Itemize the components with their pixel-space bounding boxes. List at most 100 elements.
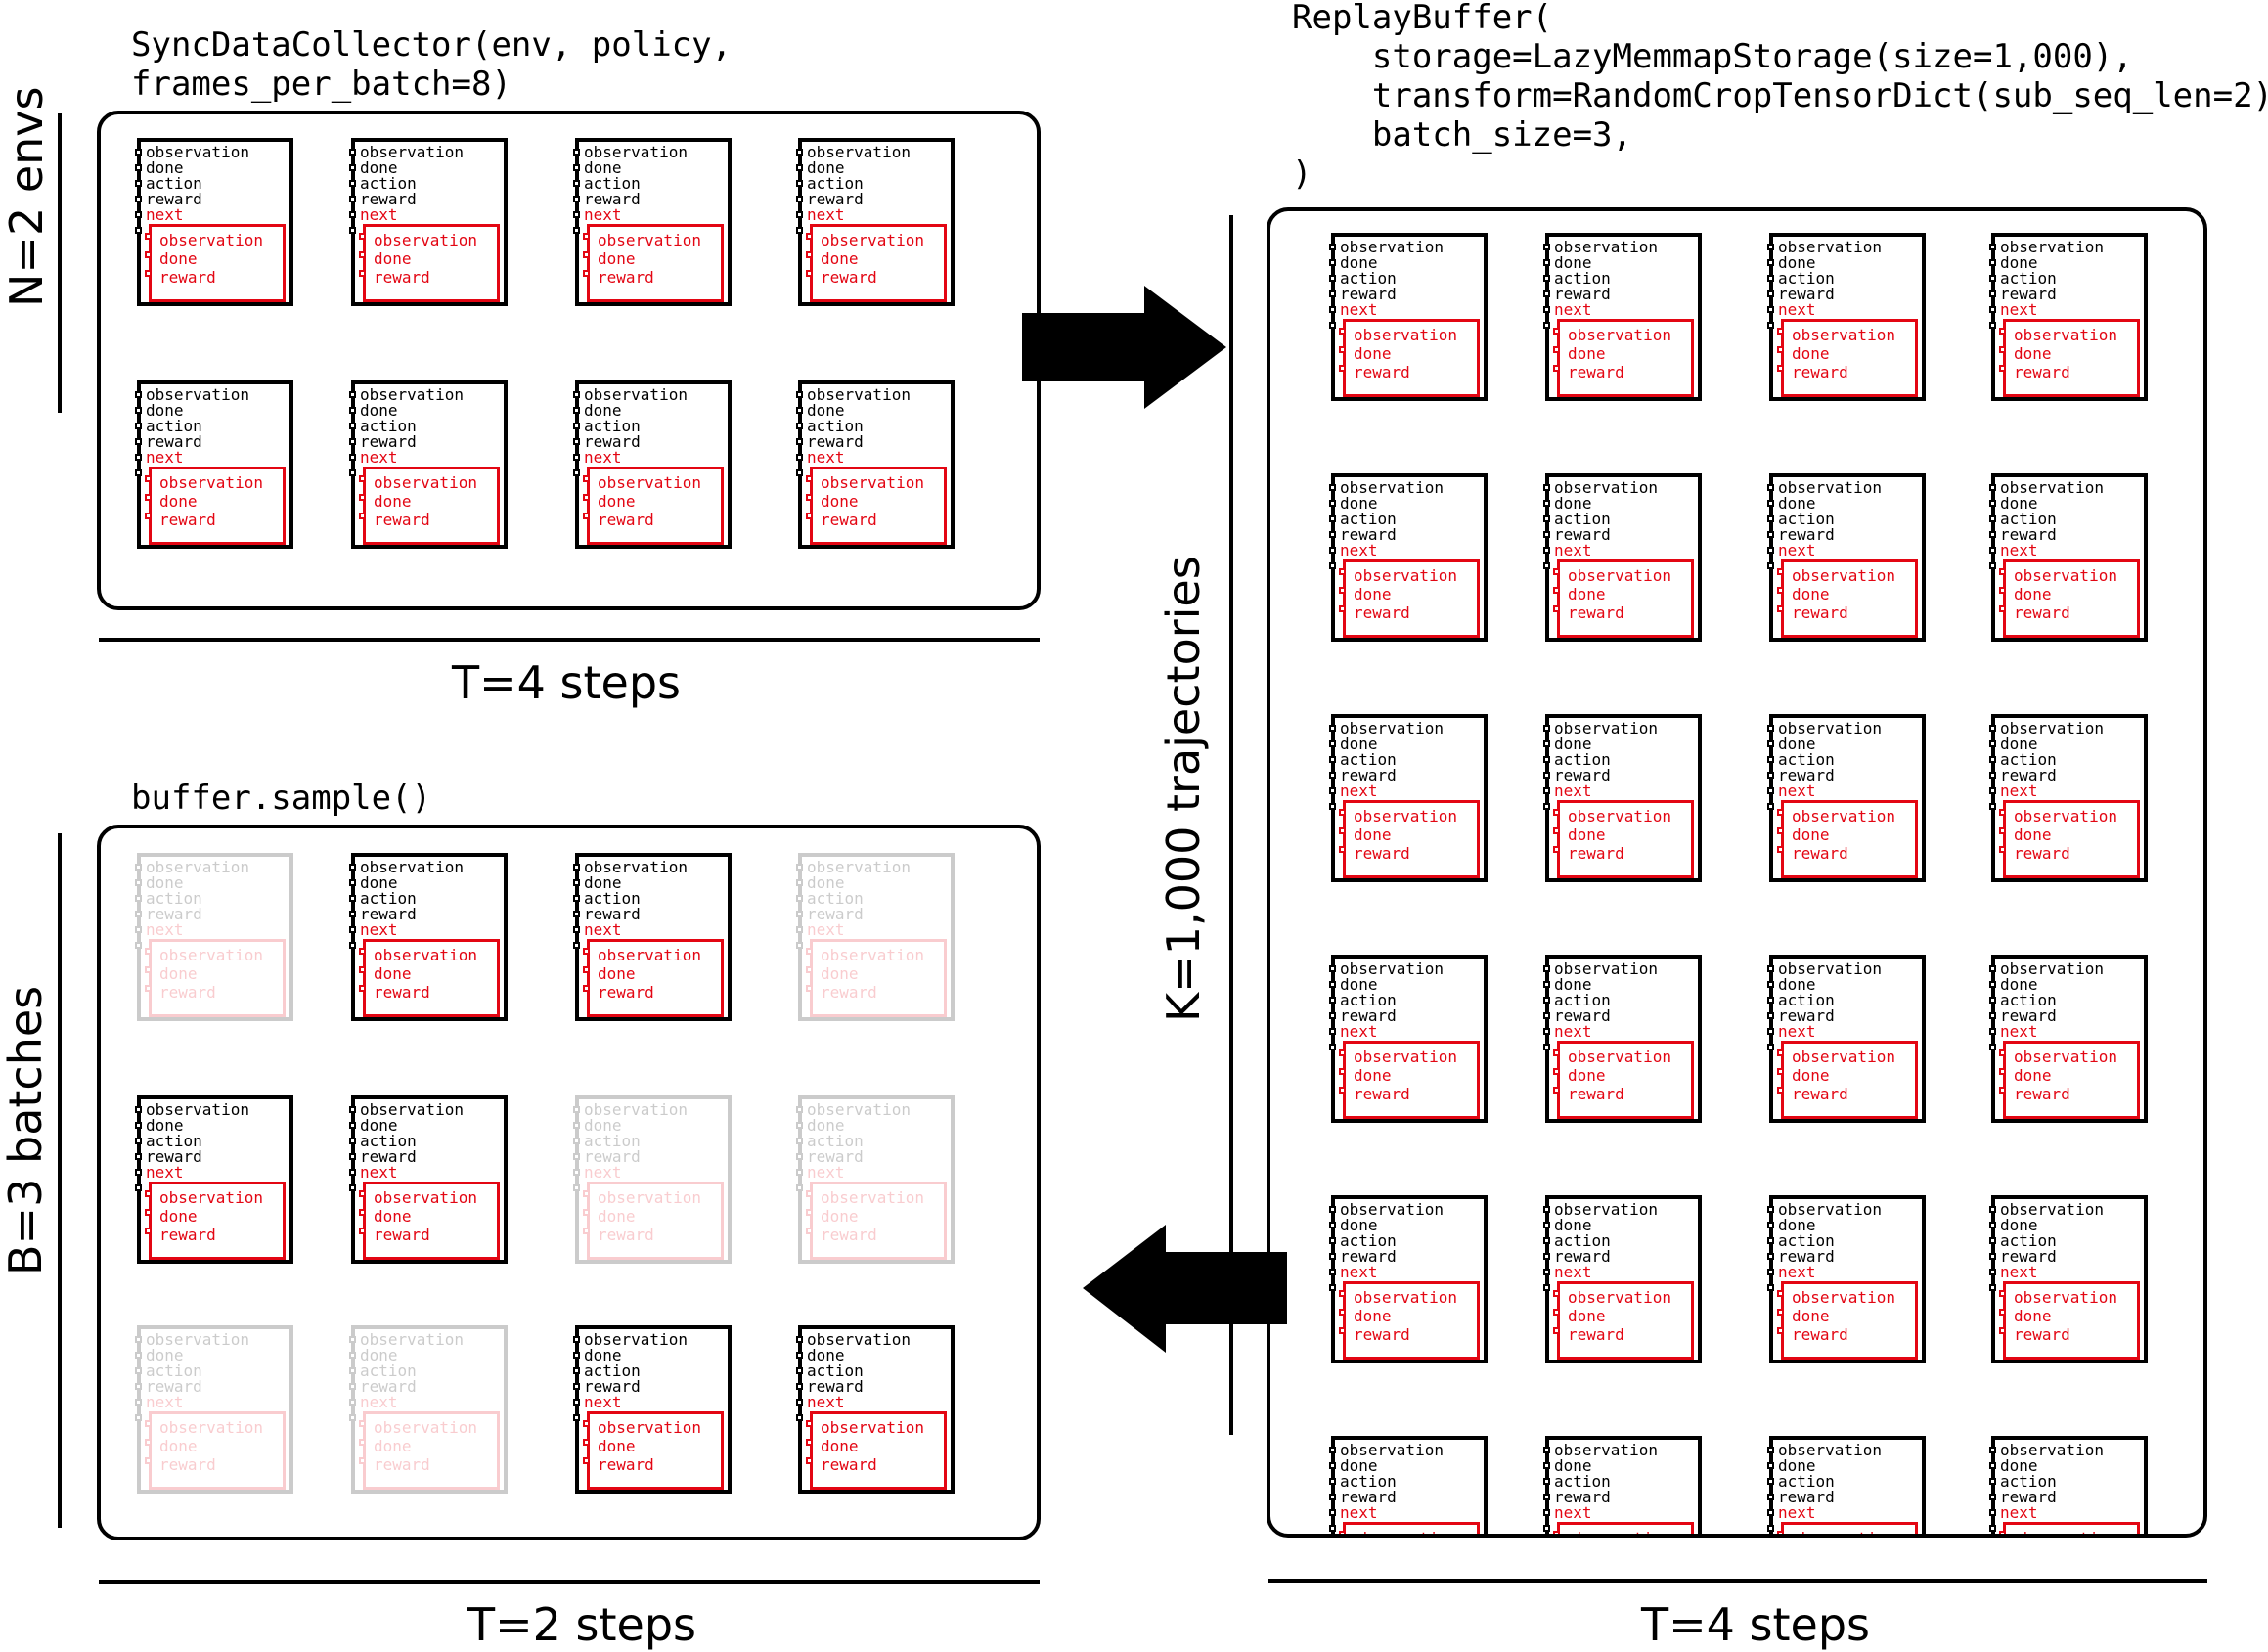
key-next: next (1340, 781, 1378, 800)
nested-port-icon (145, 1190, 152, 1197)
next-tensordict: observation done reward (1343, 1281, 1480, 1360)
next-key-observation: observation (821, 1188, 924, 1207)
port-icon (796, 895, 803, 902)
next-key-observation: observation (1792, 1048, 1895, 1066)
key-done: done (807, 873, 845, 892)
key-done: done (1554, 1216, 1592, 1234)
port-icon (1329, 547, 1336, 554)
sample-tensordict-r1c3: observation done action reward next obse… (796, 1095, 955, 1264)
next-key-done: done (159, 1437, 198, 1455)
nested-port-icon (806, 985, 813, 992)
next-key-reward: reward (374, 983, 430, 1002)
port-icon (1329, 515, 1336, 522)
replay-buffer-tensordict-r4c1: observation done action reward next obse… (1543, 1195, 1702, 1363)
port-icon (349, 1414, 356, 1421)
sample-tensordict-r1c0: observation done action reward next obse… (135, 1095, 293, 1264)
port-icon (1543, 484, 1550, 491)
port-icon (573, 1352, 580, 1359)
port-icon (135, 1138, 142, 1144)
key-action: action (1554, 1472, 1611, 1491)
key-done: done (1778, 494, 1816, 513)
next-key-done: done (598, 249, 636, 268)
replay-buffer-tensordict-r4c2: observation done action reward next obse… (1767, 1195, 1926, 1363)
next-key-done: done (2014, 826, 2052, 844)
key-observation: observation (584, 385, 688, 404)
port-icon (796, 149, 803, 156)
replay-buffer-tensordict-r5c1: observation done action reward next obse… (1543, 1436, 1702, 1535)
key-done: done (2000, 975, 2038, 994)
nested-port-icon (1777, 1068, 1784, 1075)
key-observation: observation (360, 1100, 464, 1119)
next-tensordict: observation done reward (149, 224, 286, 302)
nested-port-icon (583, 513, 590, 519)
next-key-observation: observation (1354, 326, 1457, 344)
nested-port-icon (145, 494, 152, 501)
key-next: next (807, 1393, 845, 1411)
nested-port-icon (359, 270, 366, 277)
nested-port-icon (1777, 365, 1784, 372)
next-key-reward: reward (159, 1455, 216, 1474)
key-observation: observation (1340, 1200, 1444, 1219)
port-icon (1989, 322, 1996, 329)
key-done: done (1340, 975, 1378, 994)
port-icon (1989, 1044, 1996, 1050)
port-icon (1329, 725, 1336, 732)
port-icon (1989, 1222, 1996, 1228)
port-icon (1989, 275, 1996, 282)
key-action: action (1778, 1472, 1835, 1491)
port-icon (1543, 803, 1550, 810)
next-key-observation: observation (1568, 1531, 1671, 1535)
port-icon (1989, 1206, 1996, 1213)
port-icon (1543, 259, 1550, 266)
port-icon (796, 1352, 803, 1359)
port-icon (1767, 787, 1774, 794)
port-icon (796, 864, 803, 871)
port-icon (1329, 1447, 1336, 1453)
key-next: next (146, 920, 184, 939)
port-icon (1543, 740, 1550, 747)
nested-port-icon (145, 966, 152, 973)
next-key-done: done (2014, 1066, 2052, 1085)
nested-port-icon (1777, 1087, 1784, 1094)
key-observation: observation (1778, 238, 1882, 256)
key-reward: reward (584, 1147, 641, 1166)
nested-port-icon (145, 1228, 152, 1234)
port-icon (1767, 531, 1774, 538)
key-reward: reward (360, 905, 417, 923)
next-key-done: done (821, 249, 859, 268)
key-observation: observation (1340, 719, 1444, 737)
port-icon (1767, 290, 1774, 297)
key-next: next (2000, 300, 2038, 319)
sample-code: buffer.sample() (131, 779, 431, 818)
port-icon (1543, 1478, 1550, 1485)
replay-buffer-tensordict-r2c3: observation done action reward next obse… (1989, 714, 2148, 882)
key-next: next (1778, 1503, 1816, 1522)
port-icon (573, 1399, 580, 1406)
next-tensordict: observation done reward (149, 1411, 286, 1490)
replay-buffer-tensordict-r5c3-clip: observation done action reward next obse… (1989, 1436, 2148, 1534)
port-icon (1329, 965, 1336, 972)
key-done: done (1340, 494, 1378, 513)
port-icon (1989, 259, 1996, 266)
nested-port-icon (583, 270, 590, 277)
key-reward: reward (1554, 766, 1611, 784)
key-next: next (1554, 781, 1592, 800)
key-observation: observation (360, 1330, 464, 1349)
key-next: next (807, 448, 845, 467)
nested-port-icon (1339, 846, 1346, 853)
next-key-observation: observation (374, 231, 477, 249)
key-next: next (1554, 1022, 1592, 1041)
port-icon (1543, 1237, 1550, 1244)
key-observation: observation (584, 1100, 688, 1119)
nested-port-icon (145, 1457, 152, 1464)
key-reward: reward (1554, 1488, 1611, 1506)
key-next: next (584, 205, 622, 224)
key-next: next (360, 205, 398, 224)
key-next: next (1340, 1263, 1378, 1281)
port-icon (135, 1184, 142, 1191)
nested-port-icon (359, 966, 366, 973)
key-reward: reward (146, 905, 202, 923)
nested-port-icon (1777, 328, 1784, 335)
nested-port-icon (359, 1420, 366, 1427)
replay-buffer-tensordict-r0c0: observation done action reward next obse… (1329, 233, 1488, 401)
